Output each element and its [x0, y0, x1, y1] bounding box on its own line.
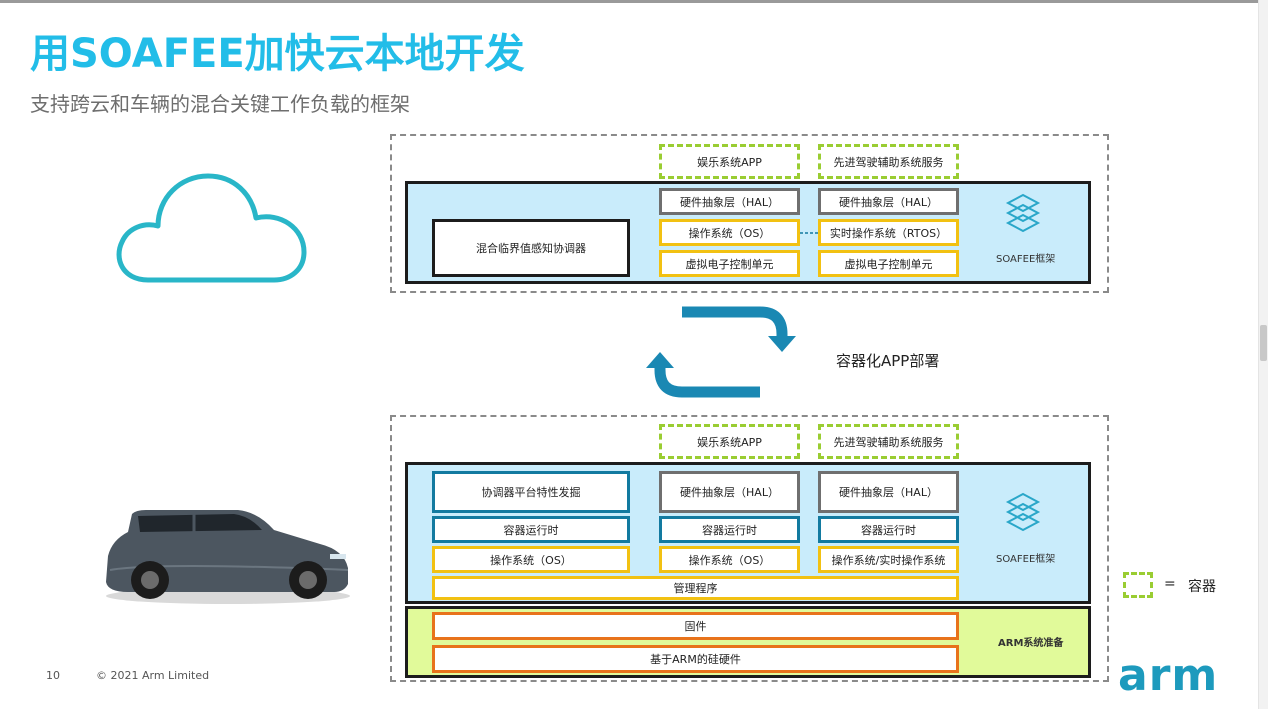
vehicle-col2-hal: 硬件抽象层（HAL） [818, 471, 959, 513]
legend-container-label: 容器 [1188, 579, 1216, 595]
vehicle-col1-os: 操作系统（OS） [659, 546, 800, 573]
page-subtitle: 支持跨云和车辆的混合关键工作负载的框架 [30, 92, 410, 116]
cloud-col2-vecu: 虚拟电子控制单元 [818, 250, 959, 277]
legend-container-swatch [1123, 572, 1153, 598]
cloud-soafee-label: SOAFEE框架 [996, 254, 1056, 265]
page-number: 10 [46, 669, 60, 682]
cloud-stack-frame [390, 134, 1109, 293]
scrollbar-thumb[interactable] [1260, 325, 1267, 361]
cloud-icon [116, 173, 307, 283]
vehicle-col0-orchestrator: 协调器平台特性发掘 [432, 471, 630, 513]
soafee-logo-icon [1005, 492, 1041, 532]
copyright: © 2021 Arm Limited [96, 669, 210, 682]
cloud-col2-hal: 硬件抽象层（HAL） [818, 188, 959, 215]
vehicle-soafee-label: SOAFEE框架 [996, 554, 1056, 565]
soafee-logo-icon [1005, 193, 1041, 233]
cloud-col1-vecu: 虚拟电子控制单元 [659, 250, 800, 277]
cloud-col2-rtos: 实时操作系统（RTOS） [818, 219, 959, 246]
os-link-connector [800, 232, 818, 234]
car-image [106, 510, 350, 604]
vehicle-col2-os-rtos: 操作系统/实时操作系统 [818, 546, 959, 573]
top-border [0, 0, 1268, 3]
cloud-app-entertainment: 娱乐系统APP [659, 144, 800, 179]
cloud-app-adas: 先进驾驶辅助系统服务 [818, 144, 959, 179]
cloud-hypervisor-box: 混合临界值感知协调器 [432, 219, 630, 277]
vehicle-hypervisor: 管理程序 [432, 576, 959, 600]
page-title: 用SOAFEE加快云本地开发 [30, 31, 525, 77]
vehicle-stack-frame [390, 415, 1109, 682]
vehicle-col1-runtime: 容器运行时 [659, 516, 800, 543]
deploy-cycle-arrows-icon [646, 306, 796, 398]
arm-system-ready-label: ARM系统准备 [998, 638, 1064, 649]
legend-equals: = [1164, 576, 1176, 592]
vehicle-col0-runtime: 容器运行时 [432, 516, 630, 543]
arm-logo: arm [1118, 650, 1219, 701]
vehicle-col1-hal: 硬件抽象层（HAL） [659, 471, 800, 513]
cloud-col1-os: 操作系统（OS） [659, 219, 800, 246]
vehicle-app-entertainment: 娱乐系统APP [659, 424, 800, 459]
vehicle-col0-os: 操作系统（OS） [432, 546, 630, 573]
vehicle-col2-runtime: 容器运行时 [818, 516, 959, 543]
cloud-col1-hal: 硬件抽象层（HAL） [659, 188, 800, 215]
vehicle-app-adas: 先进驾驶辅助系统服务 [818, 424, 959, 459]
arm-hardware-box: 基于ARM的硅硬件 [432, 645, 959, 673]
deploy-label: 容器化APP部署 [836, 352, 940, 370]
firmware-box: 固件 [432, 612, 959, 640]
